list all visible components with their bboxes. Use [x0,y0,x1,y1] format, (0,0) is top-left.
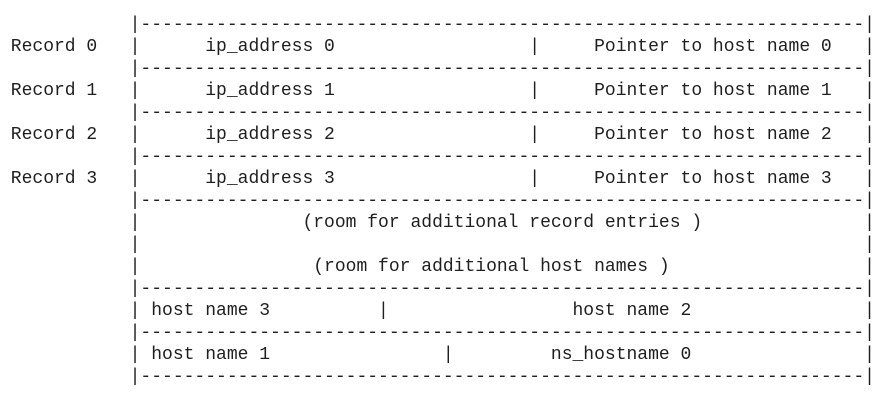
ascii-table-diagram: |---------------------------------------… [10,15,875,387]
